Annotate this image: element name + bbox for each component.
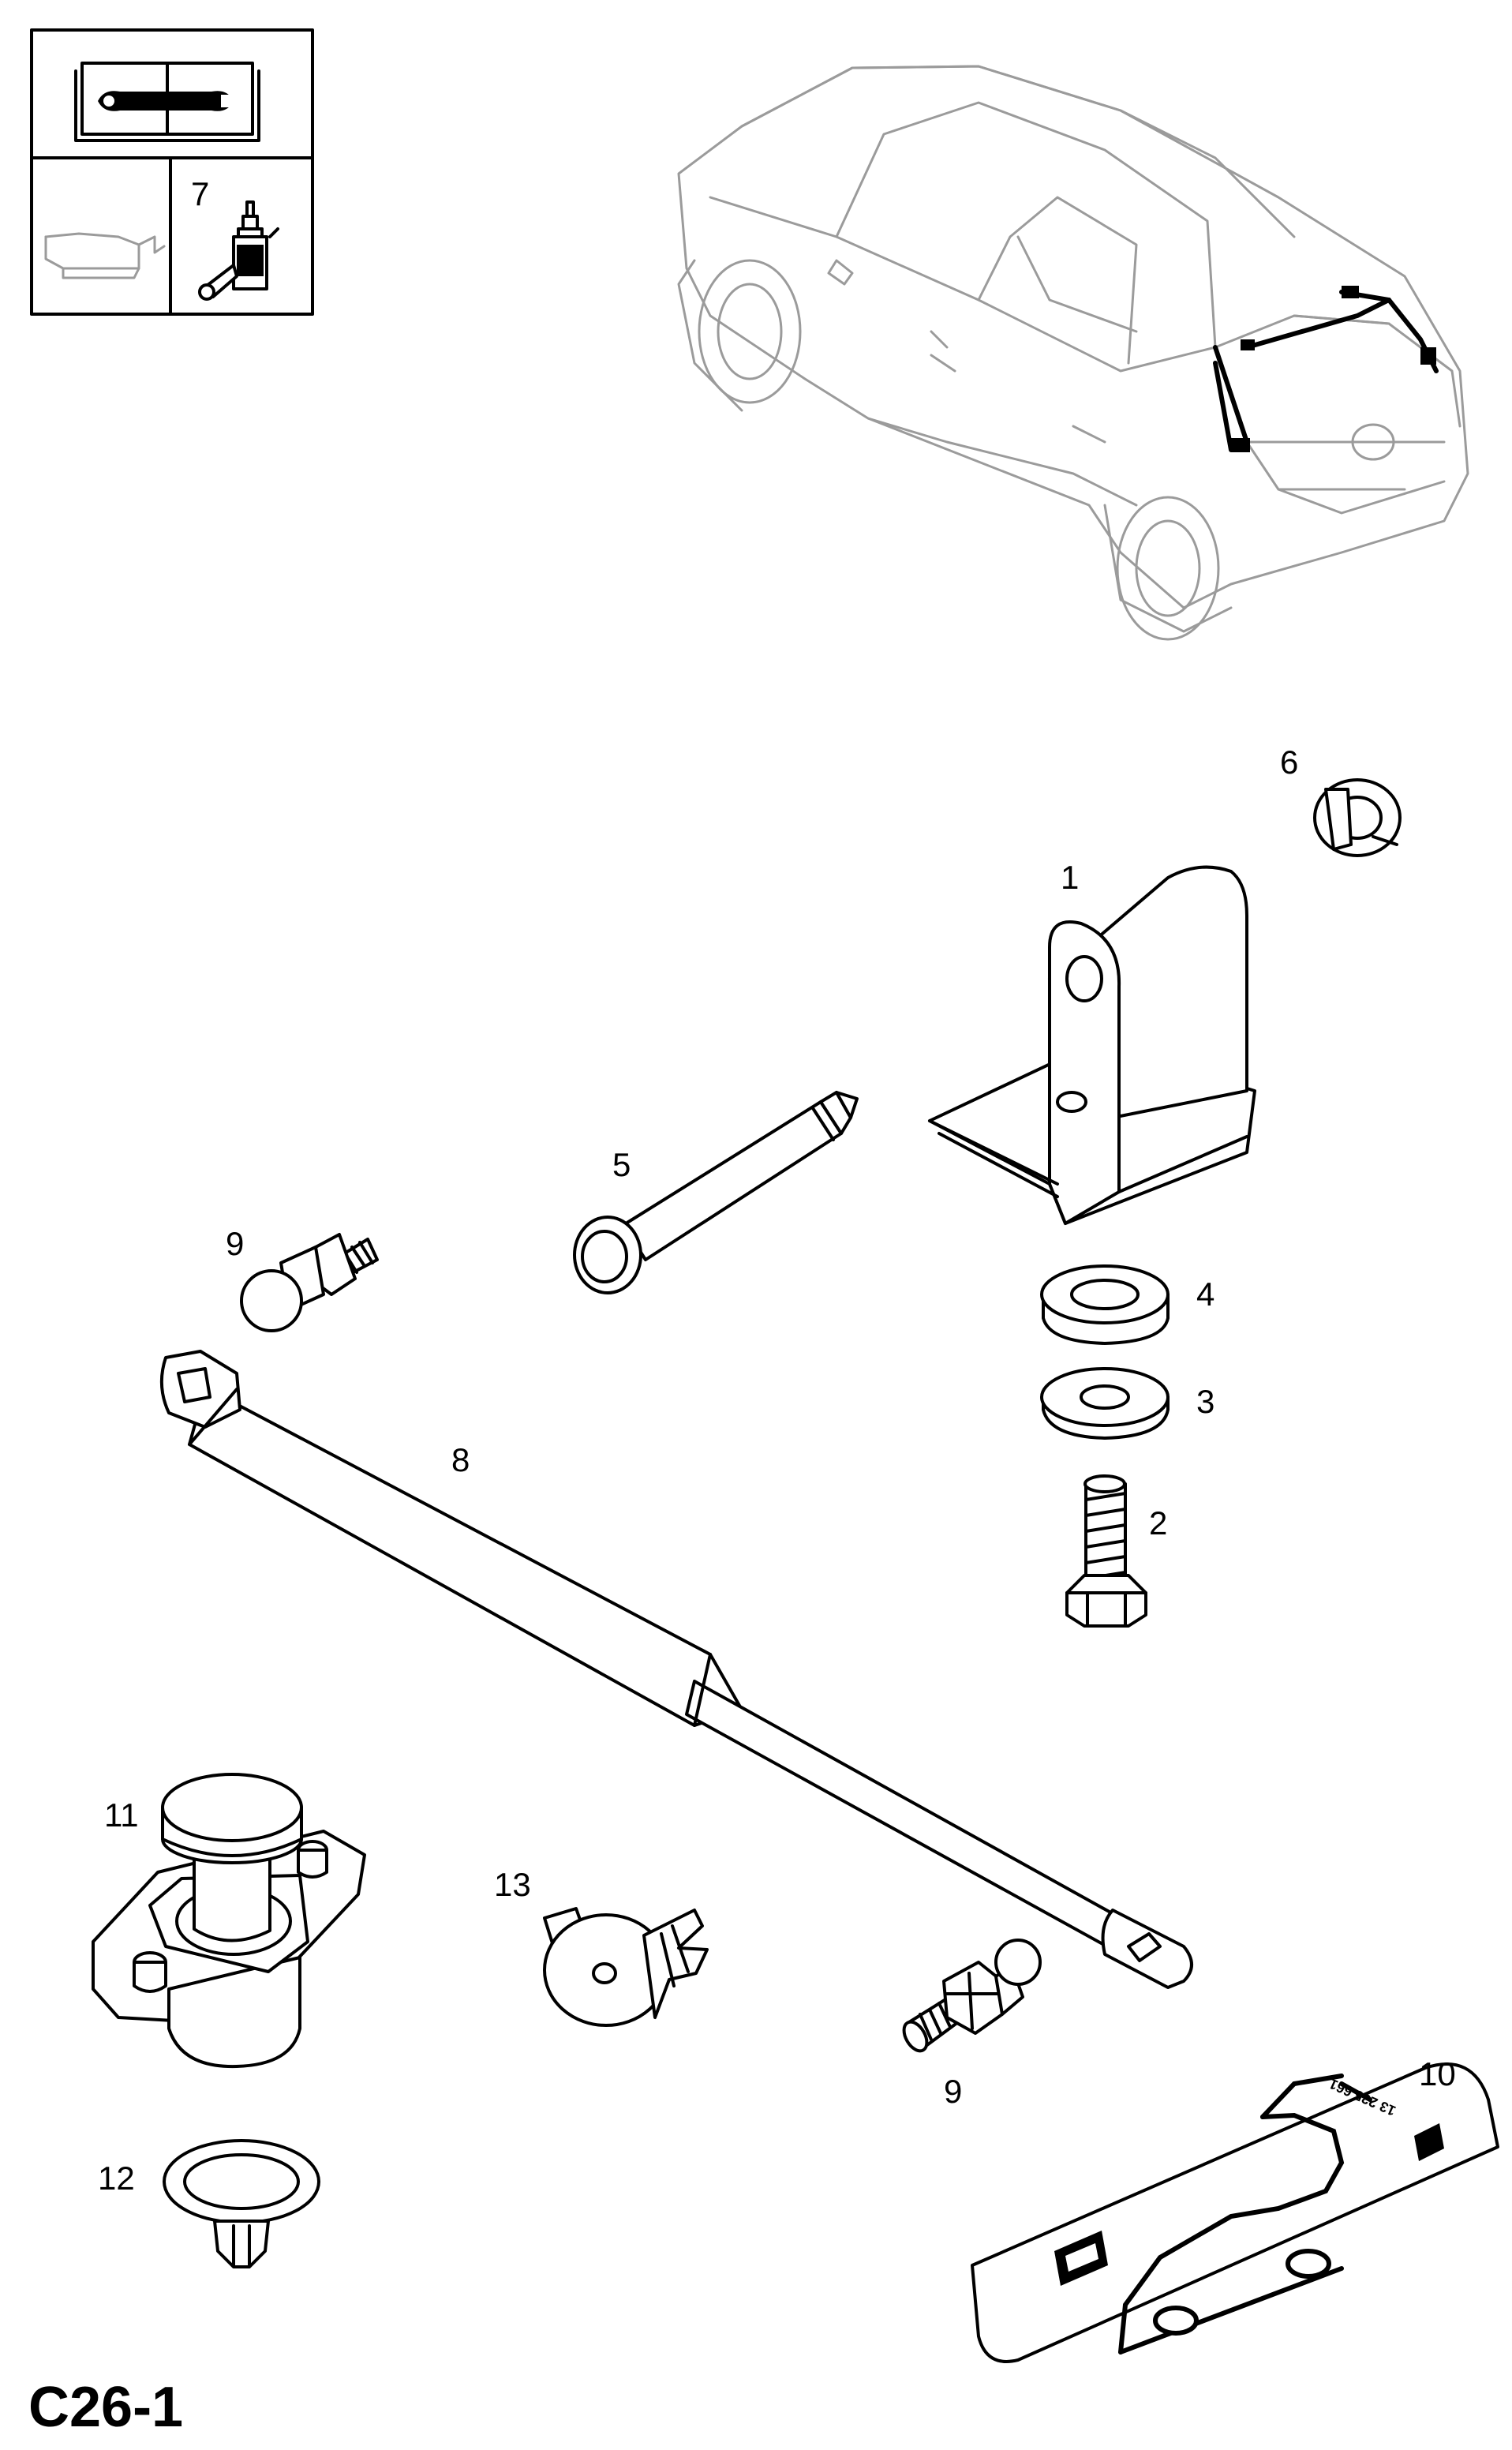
callout-10: 10 [1419,2055,1456,2092]
legend-box: 7 [30,28,314,316]
part-push-rivet [543,1907,709,2027]
callout-3: 3 [1196,1383,1214,1420]
callout-4: 4 [1196,1276,1214,1313]
callout-9-lower: 9 [944,2073,962,2110]
part-hinge-pin [573,1091,859,1294]
part-retaining-clip [1313,778,1402,857]
callout-2: 2 [1149,1504,1167,1542]
lubricant-note-number: 7 [191,175,209,212]
callout-11: 11 [104,1796,139,1834]
part-washer-flat [1040,1367,1170,1440]
vehicle-overview [677,65,1469,641]
part-warning-label: 13 235 661 [971,2062,1499,2363]
callout-1: 1 [1061,859,1079,896]
adhesive-bottle-icon [198,200,279,301]
part-washer-rubber [1040,1264,1170,1345]
callout-5: 5 [612,1146,631,1183]
callout-labels: 1 2 3 4 5 6 8 9 9 10 11 12 13 [98,744,1456,2197]
service-manual-icon [74,62,260,142]
callout-8: 8 [451,1441,470,1478]
part-bump-stop [92,1773,366,2069]
lubricant-can-icon [44,232,166,279]
part-ball-stud-lower [902,1939,1042,2053]
callout-6: 6 [1280,744,1298,781]
part-gas-strut [159,1350,1193,1989]
callout-12: 12 [98,2160,135,2197]
callout-13: 13 [494,1866,531,1903]
part-grommet [163,2139,320,2268]
callout-9-upper: 9 [226,1225,244,1262]
part-hinge [928,865,1256,1225]
part-ball-stud-upper [240,1233,379,1332]
part-bolt [1065,1474,1147,1628]
page-code: C26-1 [28,2376,183,2439]
